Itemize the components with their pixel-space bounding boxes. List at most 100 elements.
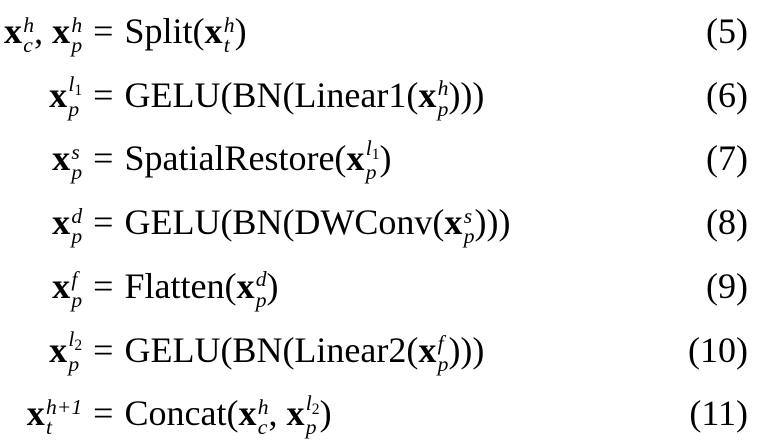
script-index: 2 [311, 400, 320, 418]
math-subscript: c [23, 33, 33, 58]
math-text: ) [266, 265, 279, 306]
math-subscript: p [365, 160, 377, 185]
math-base: x [52, 138, 71, 179]
math-base: x [49, 329, 68, 370]
math-text: GELU(BN(Linear1( [124, 74, 419, 115]
math-subscript: t [223, 33, 230, 58]
math-base: x [52, 11, 71, 51]
math-superscript: s [463, 203, 473, 228]
math-subscript: p [68, 96, 80, 121]
script-letter: l [68, 72, 75, 97]
math-subscript: p [71, 224, 83, 249]
math-base: x [26, 393, 45, 434]
math-base: x [444, 202, 463, 243]
math-text: ))) [448, 329, 485, 370]
math-base: x [418, 329, 437, 370]
math-text: ) [234, 11, 247, 51]
math-text: Flatten( [124, 265, 237, 306]
math-superscript: h [71, 12, 83, 37]
math-base: x [418, 74, 437, 115]
math-base: x [49, 74, 68, 115]
equation-number: (8) [706, 202, 748, 243]
math-superscript: f [437, 331, 444, 356]
equation-number: (7) [706, 138, 748, 179]
math-base: x [346, 138, 365, 179]
math-subscript: p [437, 96, 449, 121]
equation-number: (11) [689, 393, 748, 434]
math-base: x [236, 265, 255, 306]
math-text: ) [319, 393, 332, 434]
math-text: ))) [448, 74, 485, 115]
equation-number: (9) [706, 265, 748, 306]
math-subscript: p [463, 224, 475, 249]
math-text: , [34, 11, 53, 51]
math-text: Split( [124, 11, 205, 51]
math-superscript: h [223, 12, 235, 37]
math-base: x [204, 11, 223, 51]
math-text: ))) [474, 202, 511, 243]
math-text: GELU(BN(DWConv( [124, 202, 445, 243]
math-subscript: t [45, 415, 52, 440]
equals-sign: = [93, 329, 114, 370]
math-base: x [286, 393, 305, 434]
math-text: Concat( [124, 393, 239, 434]
math-base: x [52, 202, 71, 243]
math-superscript: l2 [68, 326, 83, 354]
math-text: , [268, 393, 287, 434]
equals-sign: = [93, 393, 114, 434]
math-superscript: h [23, 12, 35, 37]
math-base: x [238, 393, 257, 434]
script-letter: l [365, 135, 372, 160]
math-subscript: c [257, 415, 268, 440]
math-superscript: d [71, 203, 83, 228]
script-index: 2 [74, 336, 83, 354]
math-subscript: p [437, 351, 449, 376]
math-superscript: s [71, 139, 80, 164]
math-superscript: h [437, 76, 449, 101]
script-letter: l [68, 326, 75, 351]
math-subscript: p [71, 287, 83, 312]
math-superscript: l1 [68, 72, 82, 99]
math-text: SpatialRestore( [124, 138, 347, 179]
math-superscript: h+1 [45, 394, 83, 419]
math-base: x [52, 265, 71, 306]
math-superscript: d [255, 267, 267, 292]
